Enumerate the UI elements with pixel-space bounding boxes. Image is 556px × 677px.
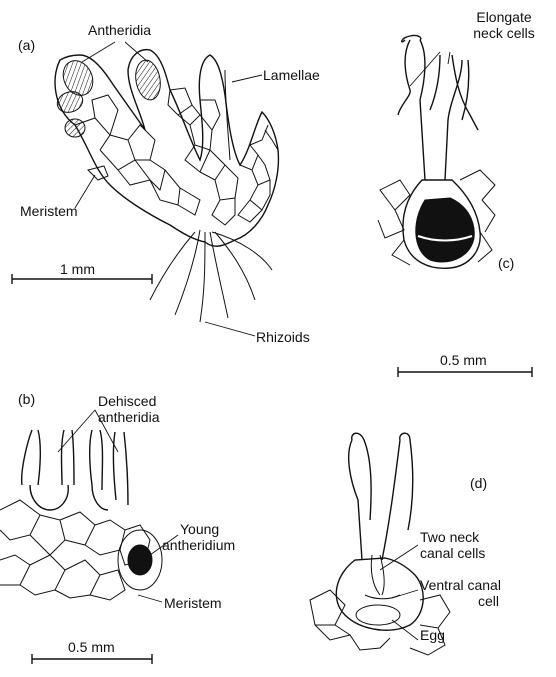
rhizoids-lines <box>150 230 272 322</box>
scale-label-a: 1 mm <box>60 262 95 277</box>
panel-d-tag: (d) <box>470 476 487 491</box>
label-meristem-b: Meristem <box>164 596 222 611</box>
young-antheridium-fill <box>128 545 152 575</box>
label-lamellae: Lamellae <box>263 68 320 83</box>
label-ventral-2: cell <box>478 594 499 609</box>
label-dehisced-1: Dehisced <box>98 394 156 409</box>
label-ventral-1: Ventral canal <box>420 578 501 593</box>
antheridium-4 <box>133 58 164 102</box>
label-neck-canal-2: canal cells <box>420 546 485 561</box>
surround-cells-d <box>310 590 450 655</box>
lead-ventral <box>392 590 418 598</box>
egg-d <box>356 605 400 625</box>
antheridium-3 <box>65 119 85 137</box>
neck-cells-c <box>398 35 478 180</box>
lead-meristem-a <box>75 175 95 208</box>
neck-d <box>349 433 413 560</box>
label-young-1: Young <box>180 522 219 537</box>
panel-b-antheridia <box>0 410 178 664</box>
lead-elongate-2 <box>448 52 450 64</box>
lead-meristem-b <box>138 595 162 602</box>
lead-antheridia-1 <box>82 42 115 62</box>
label-dehisced-2: antheridia <box>98 410 160 425</box>
egg-dark-c <box>416 198 474 262</box>
lead-rhizoids <box>205 322 255 336</box>
scale-bar-cd-group <box>398 367 532 377</box>
label-egg: Egg <box>420 628 445 643</box>
label-elongate-2: neck cells <box>452 26 556 41</box>
panel-a-tag: (a) <box>18 38 35 53</box>
panel-c-archegonium <box>378 35 495 268</box>
label-elongate-1: Elongate <box>452 10 556 25</box>
thallus-cells-right <box>238 125 278 222</box>
scale-label-cd: 0.5 mm <box>440 353 487 368</box>
scale-label-b: 0.5 mm <box>68 640 115 655</box>
panel-c-tag: (c) <box>498 256 514 271</box>
label-antheridia: Antheridia <box>88 23 151 38</box>
lead-lamellae <box>232 75 262 82</box>
lead-antheridia-2 <box>125 42 148 62</box>
panel-b-tag: (b) <box>18 392 35 407</box>
label-rhizoids: Rhizoids <box>256 330 310 345</box>
panel-a-thallus <box>12 42 278 336</box>
label-meristem-a: Meristem <box>20 204 78 219</box>
label-neck-canal-1: Two neck <box>420 530 479 545</box>
label-young-2: antheridium <box>162 538 235 553</box>
